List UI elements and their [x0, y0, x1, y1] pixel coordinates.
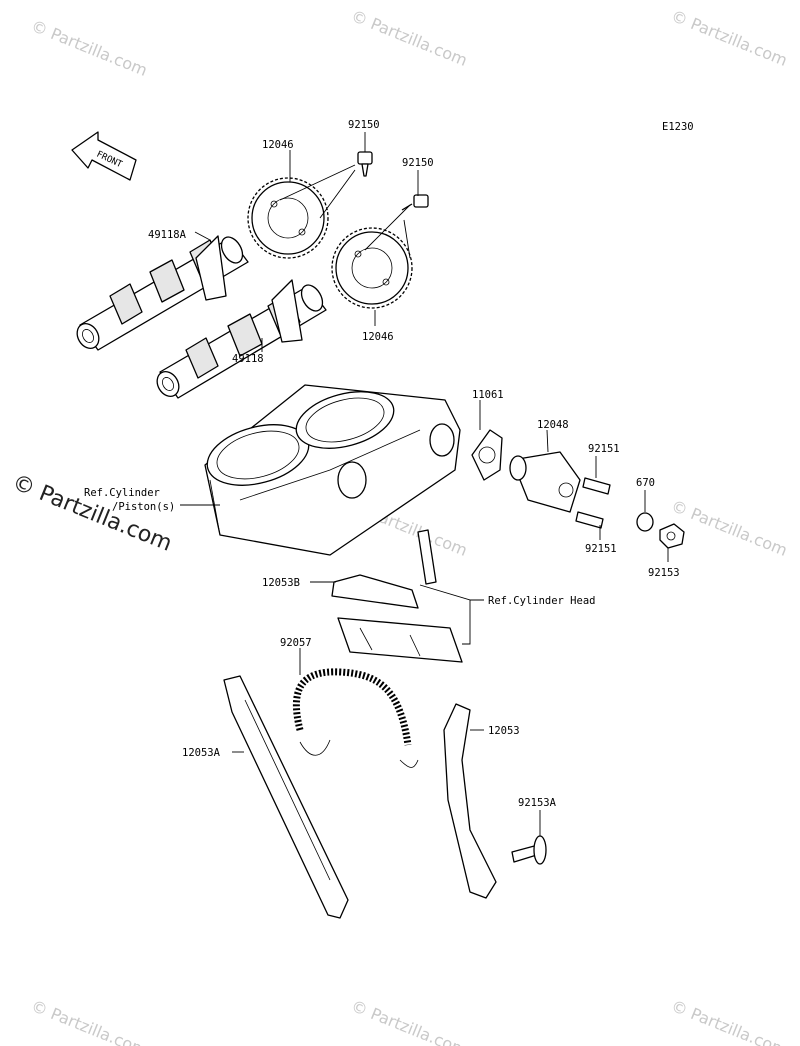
- cylinder-block[interactable]: [201, 382, 461, 556]
- label-92150-upper[interactable]: 92150: [348, 119, 380, 131]
- chain-guide-12053B[interactable]: [331, 574, 419, 609]
- label-49118[interactable]: 49118: [232, 353, 264, 365]
- diagram-code: E1230: [662, 121, 694, 133]
- label-92057[interactable]: 92057: [280, 637, 312, 649]
- label-12046-lower[interactable]: 12046: [362, 331, 394, 343]
- chain-guide-12053A[interactable]: [223, 675, 349, 919]
- cap-nut-92153[interactable]: [659, 523, 685, 549]
- cylinder-head-bracket[interactable]: [337, 617, 463, 663]
- label-12046-upper[interactable]: 12046: [262, 139, 294, 151]
- watermark-bottom-right: © Partzilla.com: [669, 996, 791, 1046]
- label-12053[interactable]: 12053: [488, 725, 520, 737]
- cam-chain-92057[interactable]: [292, 668, 419, 768]
- bolt-92151-lower[interactable]: [575, 511, 604, 529]
- label-92153[interactable]: 92153: [648, 567, 680, 579]
- label-ref-cylinder-head[interactable]: Ref.Cylinder Head: [488, 595, 595, 607]
- watermark-bottom-center: © Partzilla.com: [349, 996, 471, 1046]
- sprocket-12046-upper[interactable]: [247, 177, 329, 259]
- watermark-top-center: © Partzilla.com: [349, 6, 471, 70]
- label-92151-upper[interactable]: 92151: [588, 443, 620, 455]
- label-11061[interactable]: 11061: [472, 389, 504, 401]
- label-ref-cylinder[interactable]: Ref.Cylinder: [84, 487, 160, 499]
- camshaft-49118[interactable]: [153, 279, 327, 400]
- tensioner-12048[interactable]: [509, 451, 581, 513]
- label-12048[interactable]: 12048: [537, 419, 569, 431]
- watermark-middle-right: © Partzilla.com: [669, 496, 791, 560]
- label-670[interactable]: 670: [636, 477, 655, 489]
- label-ref-piston[interactable]: /Piston(s): [112, 501, 175, 513]
- label-12053B[interactable]: 12053B: [262, 577, 300, 589]
- front-arrow-icon: FRONT: [71, 131, 137, 181]
- gasket-11061[interactable]: [471, 429, 503, 481]
- label-92151-lower[interactable]: 92151: [585, 543, 617, 555]
- bolt-92150-lower[interactable]: [401, 194, 429, 211]
- bolt-92151-upper[interactable]: [582, 477, 611, 495]
- label-92150-lower[interactable]: 92150: [402, 157, 434, 169]
- camshaft-49118A[interactable]: [73, 233, 249, 352]
- bolt-92153A[interactable]: [511, 835, 547, 865]
- leader-lines: [180, 132, 669, 836]
- o-ring-670[interactable]: [636, 512, 654, 532]
- watermark-top-left: © Partzilla.com: [29, 16, 151, 80]
- label-12053A[interactable]: 12053A: [182, 747, 221, 759]
- stud-bolt[interactable]: [417, 529, 437, 585]
- label-92153A[interactable]: 92153A: [518, 797, 557, 809]
- watermark-bottom-left: © Partzilla.com: [29, 996, 151, 1046]
- bolt-92150-upper[interactable]: [357, 151, 373, 177]
- sprocket-12046-lower[interactable]: [331, 227, 413, 309]
- chain-guide-12053[interactable]: [443, 703, 497, 899]
- watermark-top-right: © Partzilla.com: [669, 6, 791, 70]
- label-49118A[interactable]: 49118A: [148, 229, 187, 241]
